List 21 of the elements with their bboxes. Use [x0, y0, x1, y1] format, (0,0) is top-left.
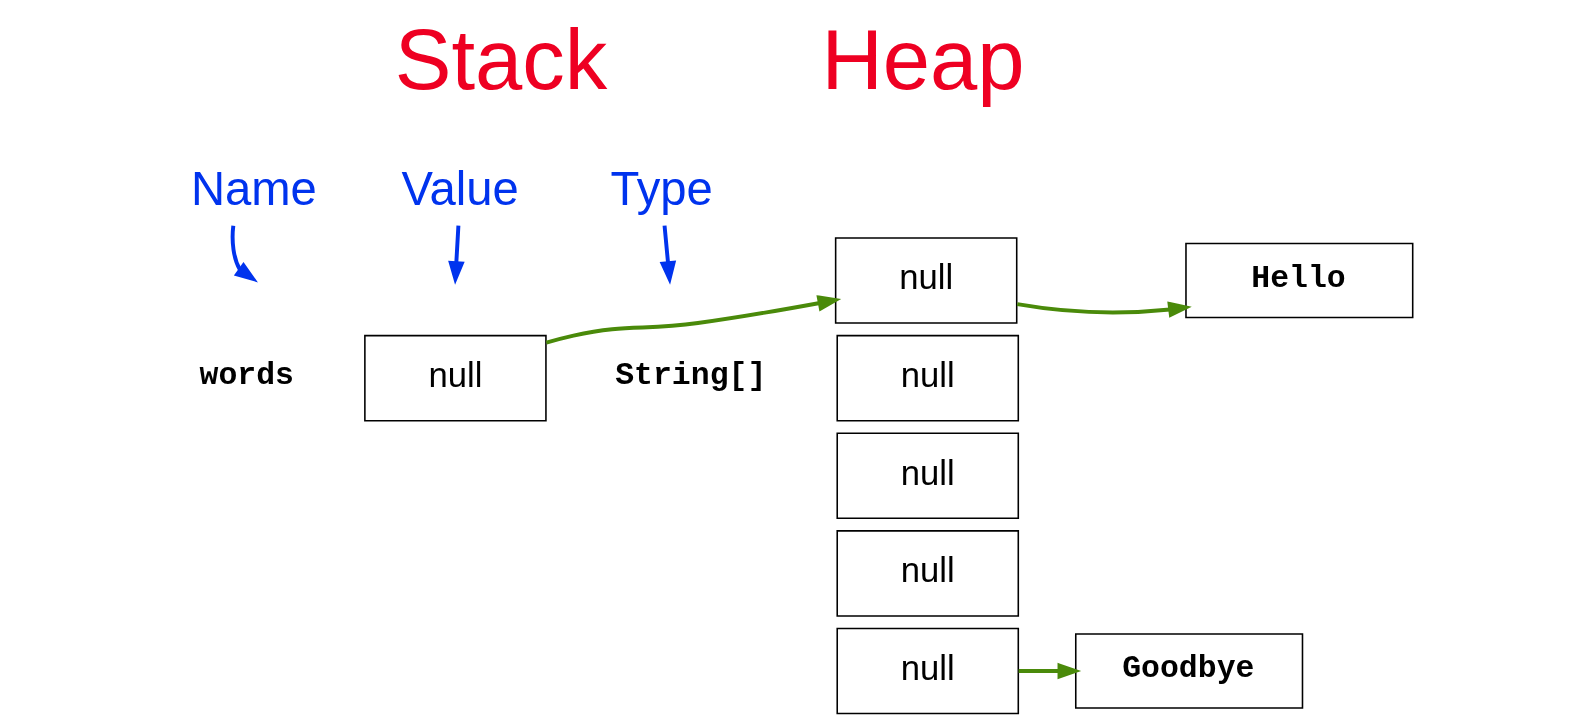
node-box: null — [835, 432, 1019, 520]
arrow — [1016, 301, 1192, 318]
label: Stack — [394, 11, 607, 107]
node-box: Hello — [1184, 242, 1413, 319]
node-label: String[] — [614, 358, 766, 394]
node-box: Goodbye — [1074, 633, 1303, 709]
arrow — [447, 225, 465, 285]
label: Heap — [820, 11, 1025, 107]
arrow — [545, 295, 841, 345]
node-text: Value — [401, 161, 519, 215]
node-box: null — [834, 237, 1017, 324]
arrow — [230, 225, 258, 283]
arrow — [659, 225, 676, 285]
node-box: null — [835, 334, 1019, 422]
node-text: Name — [190, 161, 317, 215]
node-box: null — [835, 627, 1019, 715]
node-label: words — [199, 358, 294, 394]
node-text: Type — [609, 161, 713, 215]
node-box: null — [363, 334, 547, 422]
arrow — [1018, 662, 1081, 680]
node-box: null — [835, 530, 1019, 617]
